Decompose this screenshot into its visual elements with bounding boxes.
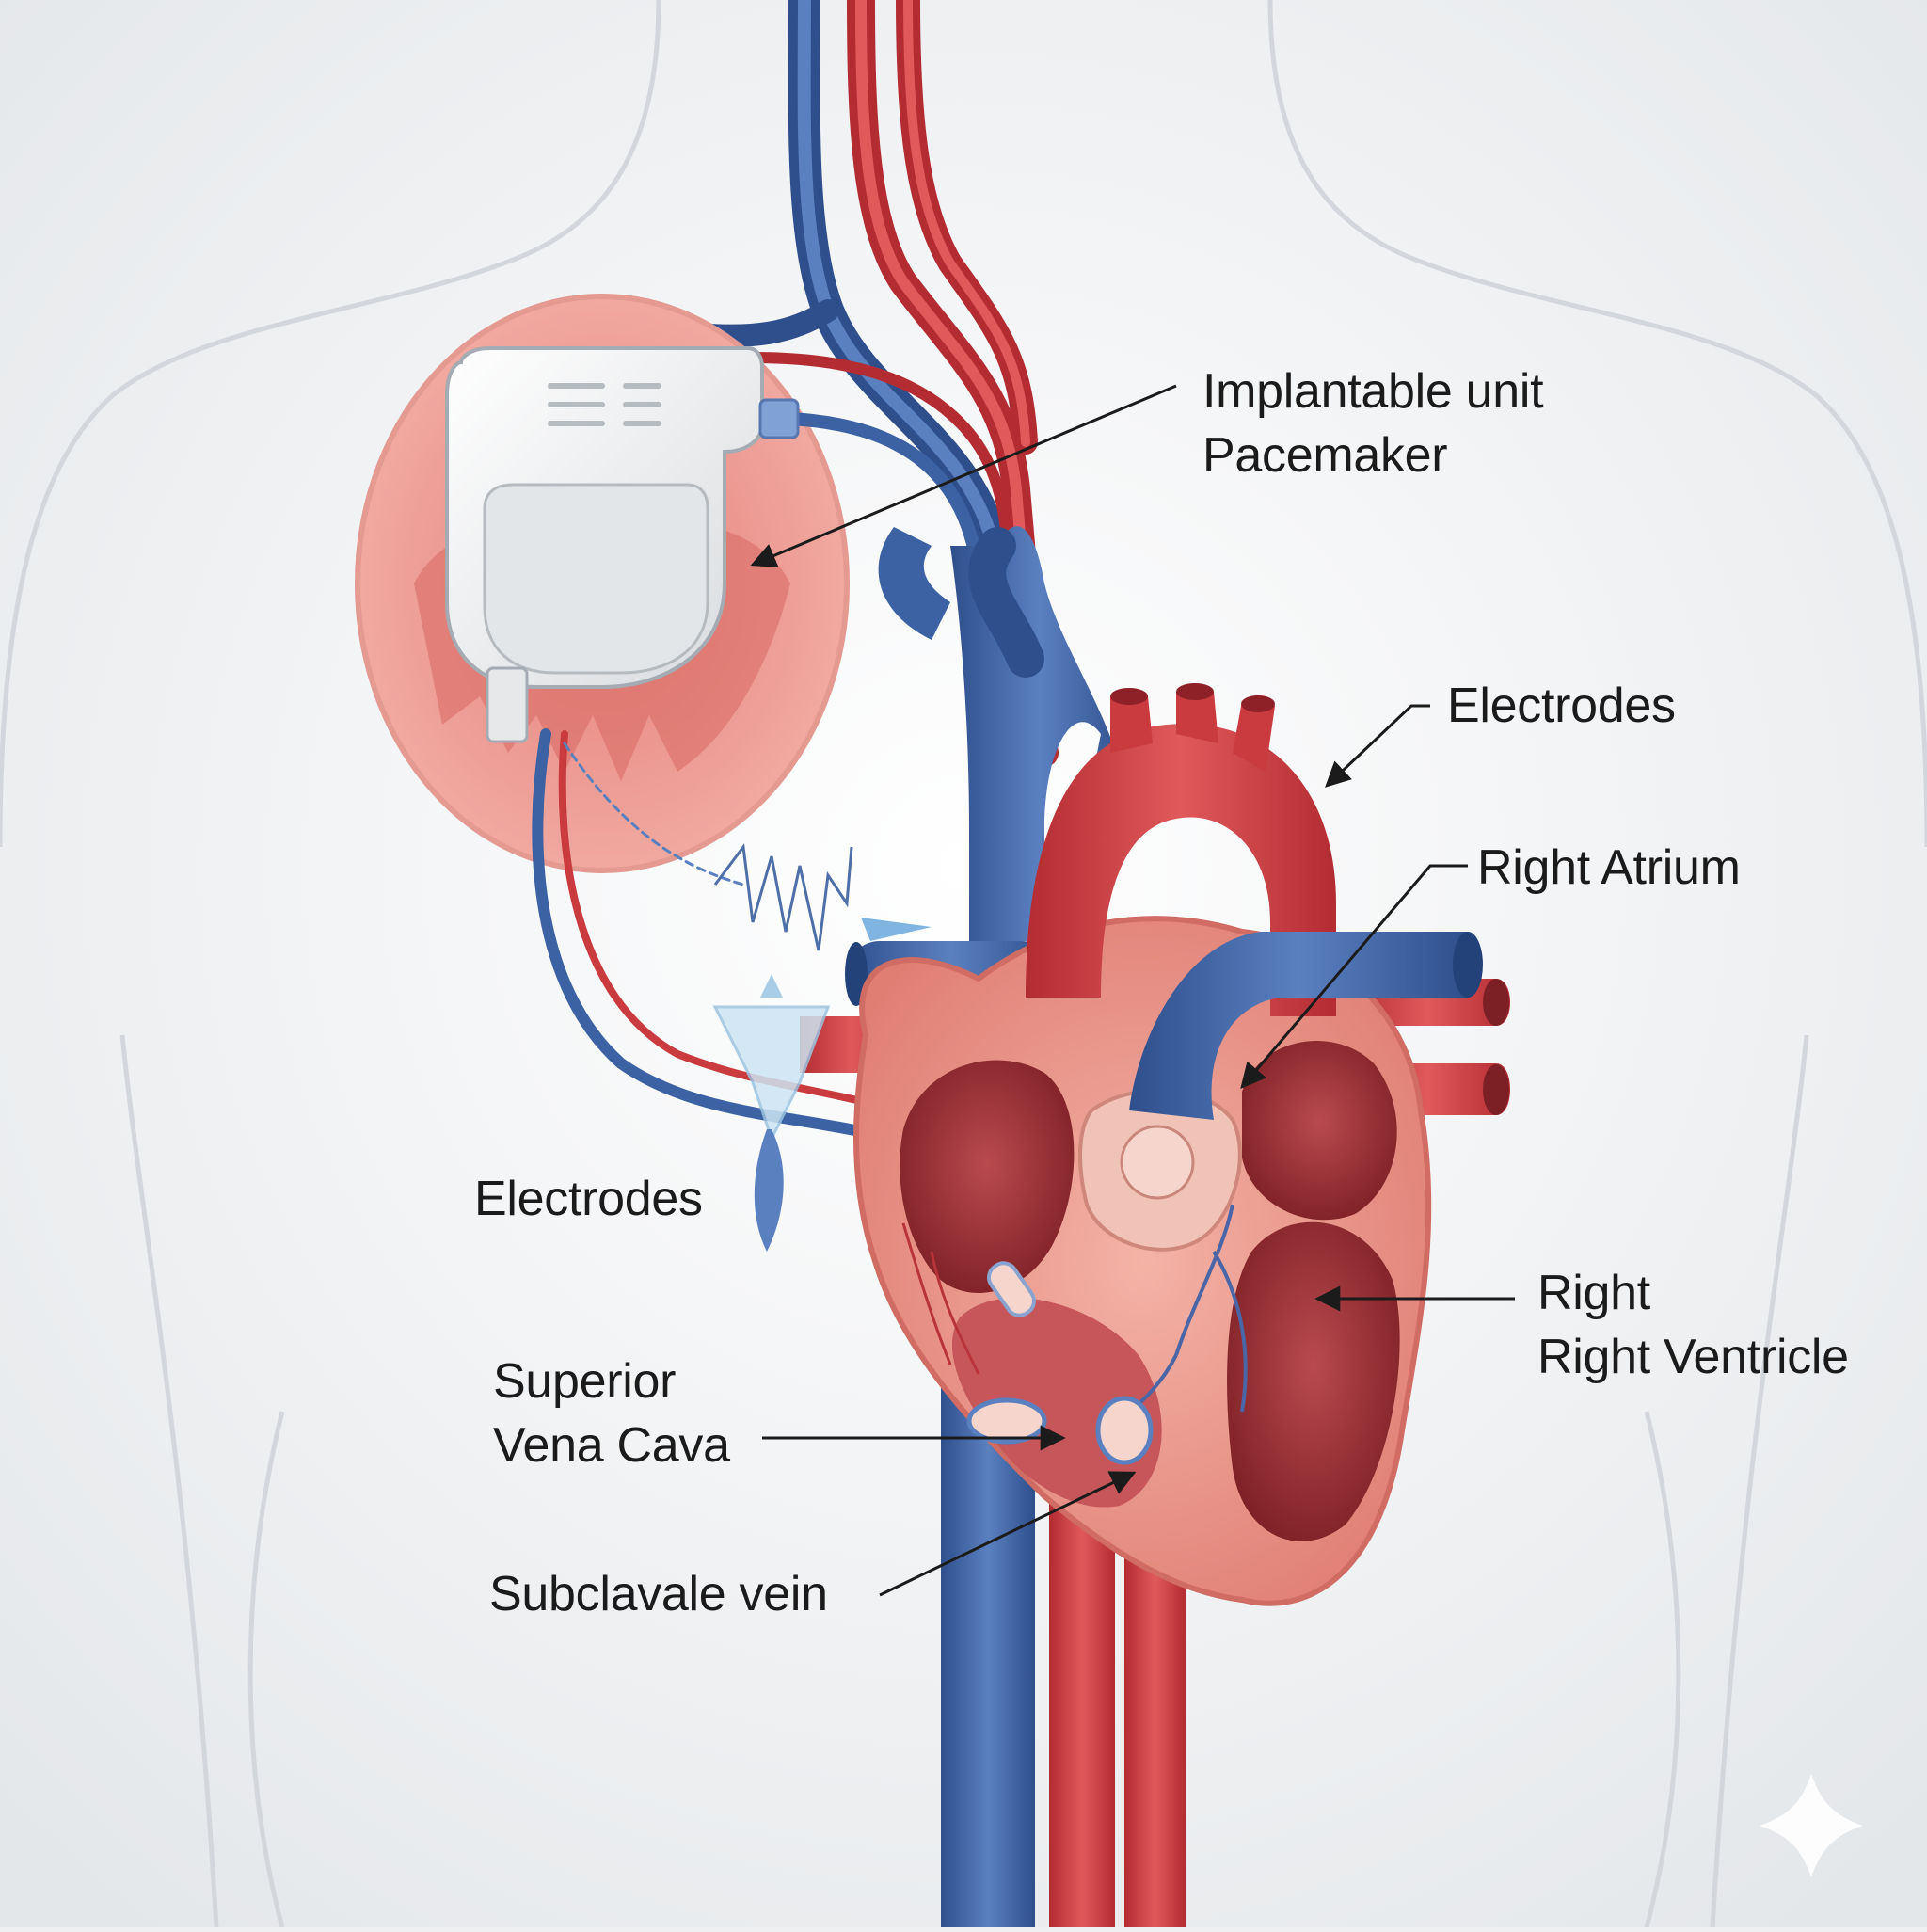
label-implantable-unit-line1: Implantable unit [1202, 364, 1544, 419]
label-superior-vena-cava-line1: Superior [493, 1354, 677, 1409]
electrode-tips [966, 1261, 1154, 1465]
label-implantable-unit-line2: Pacemaker [1202, 428, 1448, 483]
label-right-ventricle: Right Right Ventricle [1537, 1261, 1849, 1389]
sparkle-icon [1760, 1774, 1863, 1877]
label-subclavian-vein: Subclavale vein [489, 1567, 828, 1621]
device-vent-lines [548, 383, 661, 426]
label-right-ventricle-line1: Right [1537, 1266, 1650, 1320]
label-electrodes-top: Electrodes [1447, 679, 1676, 733]
aortic-arch [1026, 683, 1336, 1016]
signal-tip [861, 918, 932, 941]
label-superior-vena-cava-line2: Vena Cava [493, 1418, 730, 1473]
label-implantable-unit: Implantable unit Pacemaker [1202, 359, 1544, 487]
label-right-atrium: Right Atrium [1477, 840, 1741, 895]
label-superior-vena-cava: Superior Vena Cava [493, 1349, 730, 1477]
label-right-ventricle-line2: Right Ventricle [1537, 1330, 1849, 1384]
pacing-signal [713, 843, 853, 951]
pulmonary-artery [1129, 932, 1483, 1120]
leader-lines [750, 384, 1515, 1597]
venous-valve [712, 974, 831, 1252]
pacemaker-device [445, 346, 800, 743]
label-electrodes-left: Electrodes [474, 1172, 703, 1226]
